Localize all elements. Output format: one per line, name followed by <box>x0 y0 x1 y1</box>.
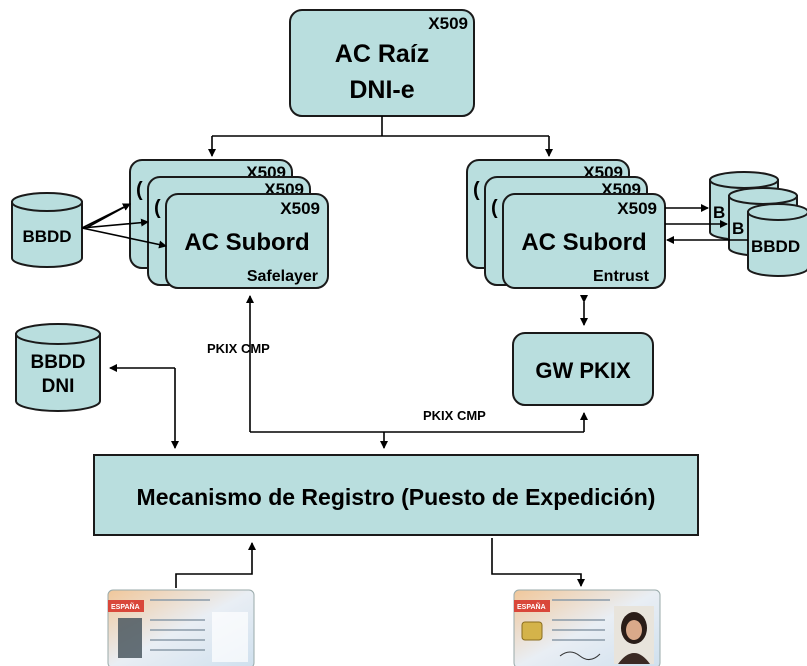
blank-id-card: ESPAÑA <box>107 589 255 666</box>
root-title-line2: DNI-e <box>349 76 414 104</box>
sub-right-back2-peek: ( <box>491 197 498 219</box>
database-dni-line2: DNI <box>42 376 75 397</box>
root-connector <box>208 116 553 157</box>
sub-ca-left-stack: X509 ( X509 ( X509 AC Subord Safelayer <box>129 159 329 289</box>
pkix-connections <box>246 295 588 449</box>
root-ca-box: X509 AC Raíz DNI-e <box>289 9 475 117</box>
sub-right-x509-label: X509 <box>617 199 657 218</box>
root-title-line1: AC Raíz <box>335 40 429 68</box>
sub-left-back1-peek: ( <box>136 179 143 201</box>
database-dni-link <box>109 364 179 449</box>
database-left-label: BBDD <box>22 227 71 246</box>
sub-right-vendor: Entrust <box>593 268 650 285</box>
signature-mark <box>559 651 601 660</box>
database-dni: BBDD DNI <box>15 323 101 412</box>
database-right-back1-label: B <box>713 203 725 222</box>
card-flag-stripe <box>108 600 144 612</box>
card-links <box>175 538 585 588</box>
sub-right-back1-peek: ( <box>473 179 480 201</box>
photo-card-country: ESPAÑA <box>517 602 546 611</box>
personalized-id-card: ESPAÑA <box>513 589 661 666</box>
pkix-cmp-right-label: PKIX CMP <box>423 408 486 423</box>
sub-ca-right-stack: X509 ( X509 ( X509 AC Subord Entrust <box>466 159 666 289</box>
sub-ca-right-front <box>502 193 666 289</box>
gw-pkix-box: GW PKIX <box>512 332 654 406</box>
gw-pkix-label: GW PKIX <box>535 358 631 383</box>
sub-left-title: AC Subord <box>184 229 309 256</box>
database-dni-line1: BBDD <box>31 352 86 373</box>
database-right-label: BBDD <box>751 237 800 256</box>
blank-card-country: ESPAÑA <box>111 602 140 611</box>
database-left: BBDD <box>11 192 83 268</box>
blank-card-photo-area <box>118 618 142 658</box>
sub-right-title: AC Subord <box>521 229 646 256</box>
pkix-cmp-left-label: PKIX CMP <box>207 341 270 356</box>
database-right-links <box>665 204 748 244</box>
portrait-photo <box>614 606 654 664</box>
registration-mechanism-box: Mecanismo de Registro (Puesto de Expedic… <box>93 454 699 536</box>
database-left-links <box>81 203 167 249</box>
root-x509-label: X509 <box>428 14 468 33</box>
sub-left-vendor: Safelayer <box>247 268 318 285</box>
database-right-back2-label: B <box>732 219 744 238</box>
card-chip <box>521 621 543 641</box>
registration-mechanism-label: Mecanismo de Registro (Puesto de Expedic… <box>137 484 656 510</box>
sub-left-x509-label: X509 <box>280 199 320 218</box>
sub-left-back2-peek: ( <box>154 197 161 219</box>
